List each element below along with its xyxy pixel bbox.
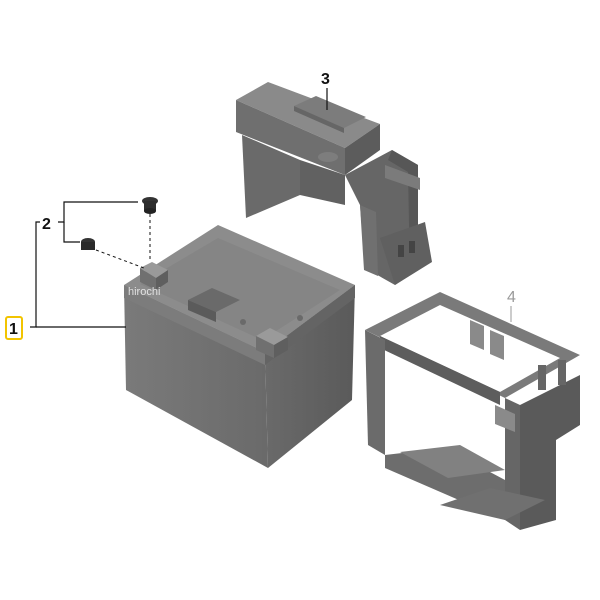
- callout-1-group: 1: [5, 316, 23, 340]
- screw-illustration: [142, 197, 158, 262]
- highlight-box: [5, 316, 23, 340]
- callout-1: 1: [9, 321, 18, 338]
- callout-3: 3: [321, 71, 330, 88]
- callout-2: 2: [42, 216, 51, 233]
- battery-cover-illustration: [236, 82, 432, 285]
- battery-illustration: [124, 225, 355, 468]
- watermark-text: hirochi: [128, 286, 160, 298]
- nut-illustration: [81, 238, 145, 269]
- callout-4: 4: [507, 289, 516, 306]
- battery-holder-illustration: [365, 292, 580, 530]
- leader-lines: [30, 88, 512, 328]
